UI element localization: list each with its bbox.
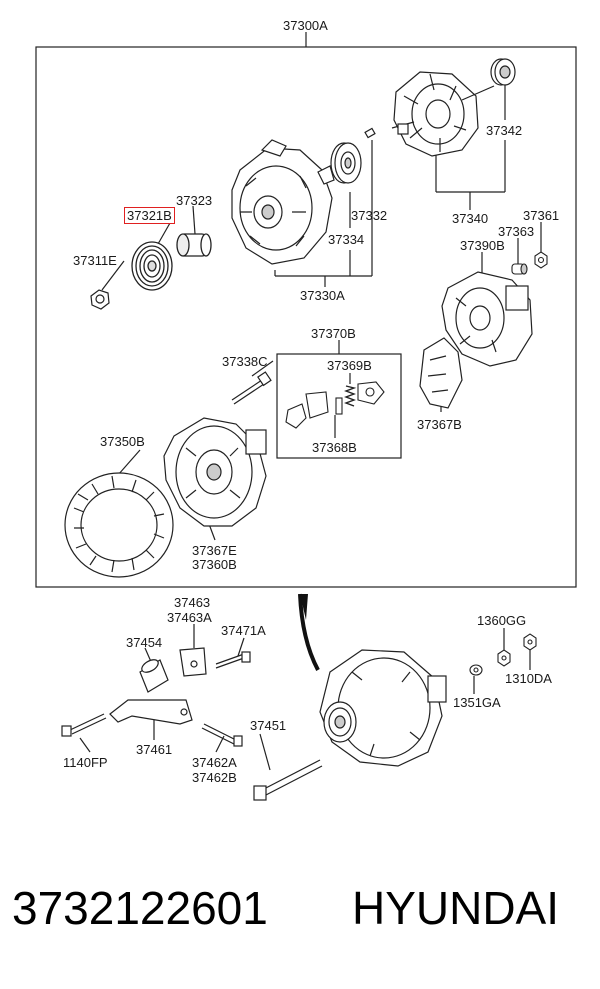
rear-bracket-icon <box>163 417 267 527</box>
label-pulley-highlighted: 37321B <box>124 207 175 224</box>
label-rectifier: 37367B <box>417 417 462 432</box>
label-bracket-top: 37463 <box>174 595 211 610</box>
label-nut-b: 37361 <box>523 208 560 223</box>
label-rotor-assy: 37340 <box>452 211 489 226</box>
brand-caption: HYUNDAI <box>352 882 560 934</box>
label-brush-holder-assy: 37370B <box>311 326 356 341</box>
label-brush-spring: 37369B <box>327 358 372 373</box>
brush-spring-icon <box>344 385 357 407</box>
label-rear-cover: 37390B <box>460 238 505 253</box>
rear-cover-icon <box>441 271 533 367</box>
bolt-a-icon <box>215 651 251 669</box>
nut-b-icon <box>534 251 548 269</box>
rectifier-icon <box>419 337 463 409</box>
sleeve-icon <box>139 659 169 693</box>
washer-ga-icon <box>469 664 483 676</box>
nut-icon <box>90 289 110 310</box>
label-through-bolt: 37338C <box>222 354 268 369</box>
label-bracket-top-a: 37463A <box>167 610 212 625</box>
label-nut-gg: 1360GG <box>477 613 527 628</box>
label-bearing-front: 37334 <box>328 232 365 247</box>
label-bolt-small: 37332 <box>351 208 388 223</box>
alternator-icon <box>319 649 447 767</box>
bush-icon <box>511 263 528 275</box>
brush-holder-icon <box>285 381 385 429</box>
label-front-housing-assy: 37330A <box>300 288 345 303</box>
label-bolt-1140: 1140FP <box>63 755 108 770</box>
bolt-b-icon <box>201 723 243 747</box>
pulley-icon <box>131 241 173 291</box>
label-bolt-c: 37462B <box>192 770 237 785</box>
part-number-caption: 3732122601 <box>12 882 268 934</box>
rotor-bearing-icon <box>490 58 516 86</box>
bolt-1140-icon <box>61 713 107 737</box>
nut-gg-icon <box>497 649 511 667</box>
rotor-icon <box>391 71 495 157</box>
label-spacer: 37323 <box>176 193 213 208</box>
label-nut-da: 1310DA <box>505 671 552 686</box>
label-rear-bracket-a: 37367E <box>192 543 237 558</box>
label-nut: 37311E <box>73 253 117 268</box>
spacer-icon <box>176 233 212 257</box>
direction-arrow-icon <box>298 593 320 671</box>
label-stator: 37350B <box>100 434 145 449</box>
label-brush: 37368B <box>312 440 357 455</box>
stator-icon <box>64 472 174 578</box>
label-washer-ga: 1351GA <box>453 695 501 710</box>
label-bolt-b: 37462A <box>192 755 237 770</box>
label-bolt-a: 37471A <box>221 623 266 638</box>
label-adjust-bracket: 37461 <box>136 742 173 757</box>
label-rotor-bearing: 37342 <box>486 123 523 138</box>
label-long-bolt: 37451 <box>250 718 287 733</box>
label-rear-bracket-b: 37360B <box>192 557 237 572</box>
nut-da-icon <box>523 633 537 651</box>
label-bush: 37363 <box>498 224 535 239</box>
through-bolt-icon <box>231 371 272 405</box>
long-bolt-icon <box>253 759 323 801</box>
adjust-bracket-icon <box>109 699 193 725</box>
front-housing-icon <box>231 139 335 265</box>
bracket-top-icon <box>179 647 207 677</box>
label-assembly: 37300A <box>283 18 328 33</box>
small-bolt-icon <box>364 127 376 139</box>
label-sleeve: 37454 <box>126 635 163 650</box>
bearing-icon <box>330 142 362 184</box>
